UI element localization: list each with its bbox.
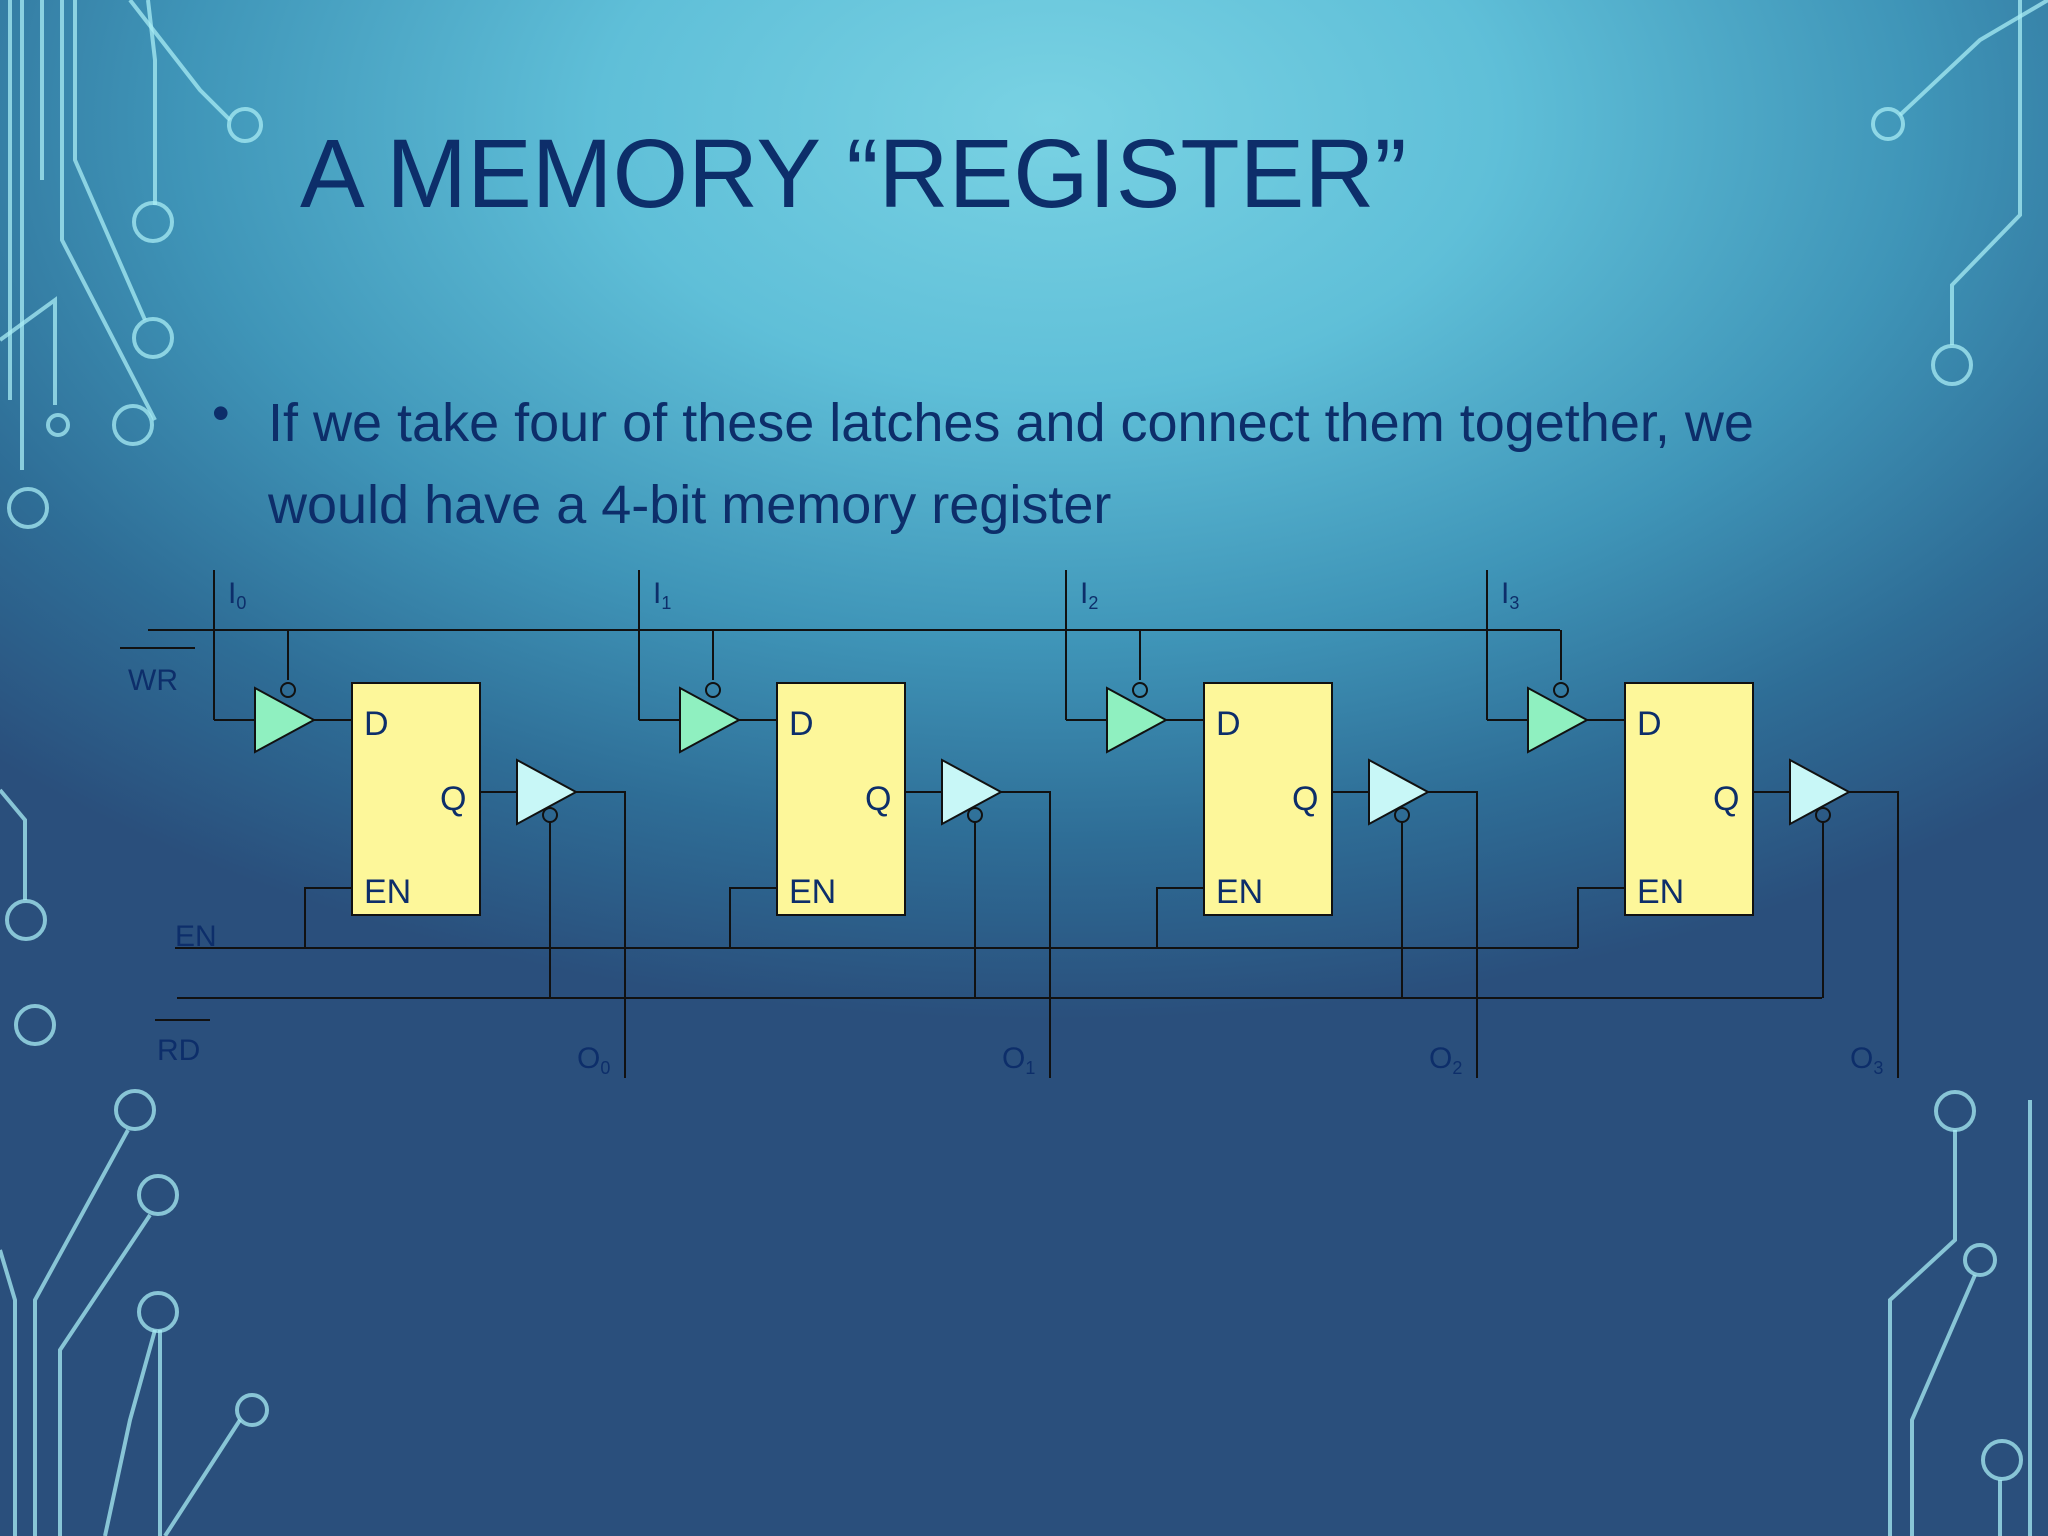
d-latch <box>1624 682 1754 916</box>
inverter-bubble-icon <box>1132 682 1148 698</box>
inverter-bubble-icon <box>967 807 983 823</box>
output-buffer-icon <box>941 758 1004 826</box>
d-pin-label: D <box>1216 705 1241 743</box>
d-pin-label: D <box>789 705 814 743</box>
wr-label: WR <box>128 664 178 697</box>
d-latch <box>776 682 906 916</box>
inverter-bubble-icon <box>1394 807 1410 823</box>
inverter-bubble-icon <box>280 682 296 698</box>
d-pin-label: D <box>1637 705 1662 743</box>
d-latch <box>351 682 481 916</box>
rd-label: RD <box>157 1034 200 1067</box>
input-buffer-icon <box>1527 686 1590 754</box>
input-label: I3 <box>1501 577 1519 613</box>
output-buffer-icon <box>516 758 579 826</box>
input-label: I1 <box>653 577 671 613</box>
latch-stage-3: D Q EN I3 O3 <box>1486 570 1899 1078</box>
inverter-bubble-icon <box>1815 807 1831 823</box>
input-buffer-icon <box>254 686 317 754</box>
en-pin-label: EN <box>789 873 836 911</box>
inverter-bubble-icon <box>542 807 558 823</box>
latch-stage-0: D Q EN I0 O0 <box>213 570 626 1078</box>
latch-stage-2: D Q EN I2 O2 <box>1065 570 1478 1078</box>
output-label: O1 <box>1002 1042 1035 1078</box>
en-pin-label: EN <box>364 873 411 911</box>
input-label: I0 <box>228 577 246 613</box>
bullet-marker: • <box>212 385 230 441</box>
en-label: EN <box>175 920 217 953</box>
input-label: I2 <box>1080 577 1098 613</box>
q-pin-label: Q <box>1713 780 1739 818</box>
output-buffer-icon <box>1789 758 1852 826</box>
q-pin-label: Q <box>865 780 891 818</box>
output-buffer-icon <box>1368 758 1431 826</box>
d-pin-label: D <box>364 705 389 743</box>
bus-lines <box>120 629 1822 1021</box>
en-pin-label: EN <box>1637 873 1684 911</box>
inverter-bubble-icon <box>705 682 721 698</box>
bullet-text: If we take four of these latches and con… <box>268 393 1754 535</box>
q-pin-label: Q <box>440 780 466 818</box>
output-label: O3 <box>1850 1042 1883 1078</box>
output-label: O2 <box>1429 1042 1462 1078</box>
slide-title: A MEMORY “REGISTER” <box>300 119 1407 228</box>
q-pin-label: Q <box>1292 780 1318 818</box>
en-pin-label: EN <box>1216 873 1263 911</box>
d-latch <box>1203 682 1333 916</box>
input-buffer-icon <box>679 686 742 754</box>
input-buffer-icon <box>1106 686 1169 754</box>
output-label: O0 <box>577 1042 610 1078</box>
inverter-bubble-icon <box>1553 682 1569 698</box>
latch-stage-1: D Q EN I1 O1 <box>638 570 1051 1078</box>
